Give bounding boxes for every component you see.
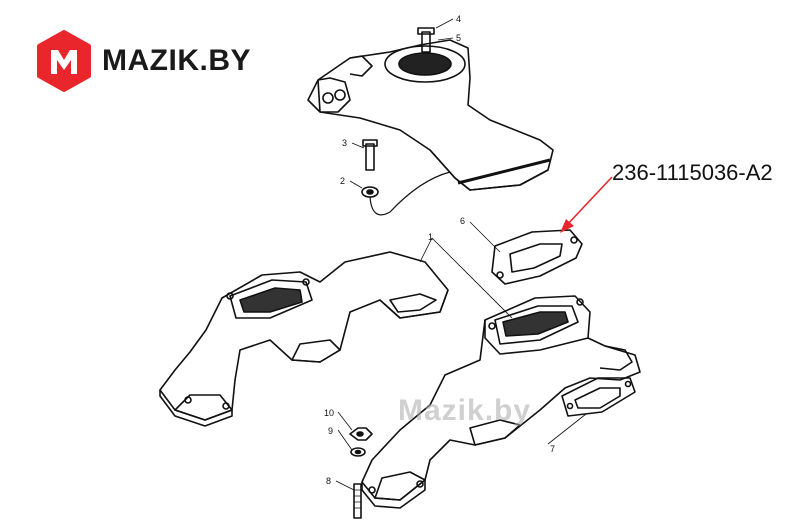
- callout-7: 7: [550, 444, 555, 454]
- callout-6: 6: [460, 216, 465, 226]
- stud-bolt-part-4: [417, 27, 435, 53]
- gasket-part-6: [491, 229, 583, 285]
- callout-3: 3: [342, 138, 347, 148]
- exhaust-manifold-left: [159, 251, 449, 427]
- mazik-logo-icon: [37, 30, 91, 92]
- callout-8: 8: [326, 476, 331, 486]
- callout-10: 10: [324, 408, 334, 418]
- gasket-part-7: [561, 377, 636, 417]
- highlight-arrow: [560, 176, 613, 233]
- callout-1: 1: [428, 232, 433, 242]
- washer-part-9: [350, 447, 366, 457]
- watermark-text: Mazik.by: [398, 394, 532, 427]
- callout-5: 5: [456, 33, 461, 43]
- washer-part-2: [361, 186, 379, 198]
- part-code-label: 236-1115036-A2: [612, 160, 773, 185]
- brand-logo[interactable]: MAZIK.BY: [36, 30, 251, 92]
- callout-leaders: [335, 18, 587, 491]
- brand-name: MAZIK.BY: [102, 44, 251, 77]
- bolt-part-3: [362, 139, 378, 171]
- callout-2: 2: [340, 176, 345, 186]
- exhaust-manifold-right: [361, 295, 641, 509]
- callout-4: 4: [456, 14, 461, 24]
- stud-part-8: [353, 483, 362, 519]
- exhaust-pipe-part: [307, 39, 554, 191]
- nut-part-10: [349, 427, 373, 441]
- callout-9: 9: [328, 426, 333, 436]
